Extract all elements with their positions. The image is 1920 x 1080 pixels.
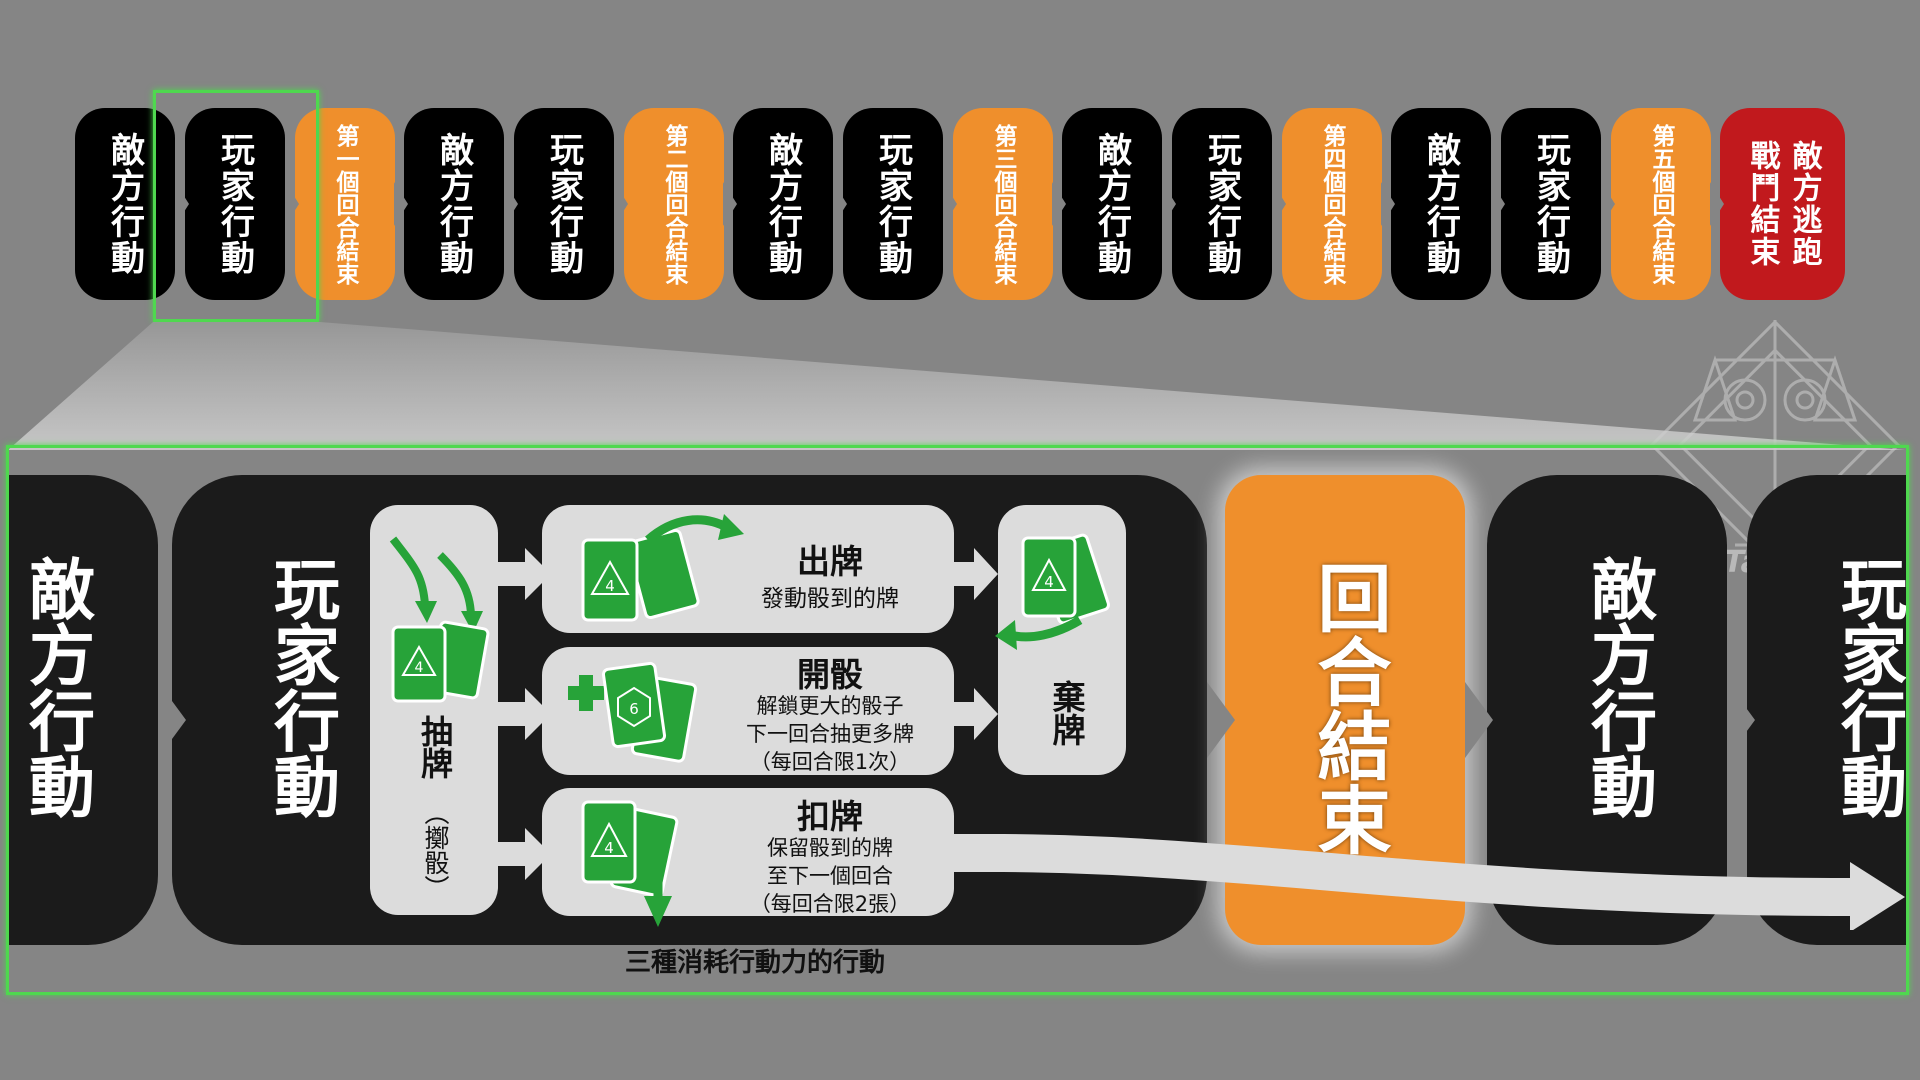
timeline-connector-icon (285, 182, 299, 226)
draw-sub-label: （擲骰） (421, 800, 450, 900)
detail-enemy-action-label: 敵方行動 (18, 555, 95, 819)
step-label: 敵方行動 (1091, 132, 1132, 276)
detail-highlight-frame (6, 445, 1909, 995)
timeline-step-enemy: 敵方行動 (733, 108, 833, 300)
enemy-flee-label: 敵方逃跑 (1786, 140, 1822, 268)
step-label: 第一個回合結束 (332, 123, 358, 285)
timeline-step-player: 玩家行動 (843, 108, 943, 300)
timeline-connector-icon (1710, 182, 1724, 226)
timeline-connector-icon (1381, 182, 1395, 226)
detail-next-player-block (1747, 475, 1907, 945)
detail-connector-icon (1727, 682, 1755, 758)
step-label: 敵方行動 (762, 132, 803, 276)
discard-die-value: 4 (1044, 573, 1054, 591)
open-dice-line-2: 下一回合抽更多牌 (746, 722, 914, 746)
step-label: 敵方行動 (433, 132, 474, 276)
timeline-step-battle-end: 戰鬥結束 敵方逃跑 (1720, 108, 1845, 300)
timeline-step-enemy: 敵方行動 (404, 108, 504, 300)
draw-die-value: 4 (415, 660, 424, 676)
step-label: 第三個回合結束 (990, 123, 1016, 285)
arrow-play-to-discard-icon (952, 548, 998, 600)
detail-enemy-action-block (8, 475, 158, 945)
timeline-step-enemy: 敵方行動 (1062, 108, 1162, 300)
arrow-to-hold-icon (495, 828, 551, 880)
arrow-open-to-discard-icon (952, 688, 998, 740)
timeline-connector-icon (504, 182, 518, 226)
timeline-connector-icon (1601, 182, 1615, 226)
step-label: 敵方行動 (1420, 132, 1461, 276)
hold-carryover-arrow-shape (950, 834, 1905, 930)
draw-arrows (495, 548, 551, 880)
timeline-step-round-end: 第三個回合結束 (953, 108, 1053, 300)
timeline-connector-icon (943, 182, 957, 226)
arrow-to-open-dice-icon (495, 688, 551, 740)
timeline-connector-icon (1162, 182, 1176, 226)
step-label: 玩家行動 (214, 132, 255, 276)
timeline-connector-icon (1491, 182, 1505, 226)
timeline-connector-icon (614, 182, 628, 226)
detail-connector-icon (158, 682, 186, 758)
timeline-step-player: 玩家行動 (1172, 108, 1272, 300)
discard-label: 棄牌 (1047, 680, 1086, 746)
detail-next-player-label: 玩家行動 (1830, 555, 1907, 819)
arrow-to-play-icon (495, 548, 551, 600)
step-label: 玩家行動 (872, 132, 913, 276)
step-label: 第五個回合結束 (1648, 123, 1674, 285)
hold-line-2: 至下一個回合 (767, 864, 893, 888)
detail-round-end-label: 回合結束 (1305, 560, 1391, 856)
timeline-step-round-end: 第五個回合結束 (1611, 108, 1711, 300)
battle-end-label: 戰鬥結束 (1744, 140, 1780, 268)
timeline-connector-icon (1272, 182, 1286, 226)
timeline-connector-icon (394, 182, 408, 226)
open-dice-title: 開骰 (797, 655, 863, 694)
hold-title: 扣牌 (797, 797, 863, 836)
hold-carryover-arrow (950, 834, 1905, 930)
timeline-connector-icon (833, 182, 847, 226)
play-cards-icon: 4 (581, 514, 744, 622)
step-label: 玩家行動 (543, 132, 584, 276)
timeline-highlight-box (153, 90, 319, 322)
open-dice-cards-icon: 6 (568, 661, 698, 763)
timeline-step-player: 玩家行動 (514, 108, 614, 300)
detail-caption: 三種消耗行動力的行動 (624, 948, 885, 978)
timeline-connector-icon (175, 182, 189, 226)
hold-line-1: 保留骰到的牌 (767, 836, 893, 860)
timeline-step-round-end: 第四個回合結束 (1282, 108, 1382, 300)
timeline-step-enemy: 敵方行動 (75, 108, 175, 300)
open-dice-line-1: 解鎖更大的骰子 (756, 694, 904, 718)
step-label: 玩家行動 (1201, 132, 1242, 276)
discard-cards-icon: 4 (995, 533, 1110, 650)
play-die-value: 4 (605, 577, 615, 595)
open-dice-line-3: （每回合限1次） (749, 750, 911, 774)
step-label: 敵方行動 (104, 132, 145, 276)
open-dice-die-value: 6 (629, 700, 639, 718)
draw-panel (370, 505, 498, 915)
timeline-step-player: 玩家行動 (185, 108, 285, 300)
timeline-step-round-end: 第一個回合結束 (295, 108, 395, 300)
detail-next-enemy-block (1487, 475, 1727, 945)
play-title: 出牌 (797, 542, 863, 581)
timeline-step-enemy: 敵方行動 (1391, 108, 1491, 300)
draw-cards-icon: 4 (389, 536, 490, 703)
detail-player-action-label: 玩家行動 (263, 555, 340, 819)
hold-cards-icon: 4 (581, 800, 679, 927)
discard-arrows (952, 548, 998, 740)
detail-next-enemy-label: 敵方行動 (1580, 555, 1657, 819)
detail-connector-icon (1465, 682, 1493, 758)
hold-die-value: 4 (604, 839, 614, 857)
timeline-step-round-end: 第二個回合結束 (624, 108, 724, 300)
play-desc: 發動骰到的牌 (761, 586, 899, 612)
step-label: 玩家行動 (1530, 132, 1571, 276)
timeline-connector-icon (1052, 182, 1066, 226)
zoom-wedge-shape (8, 322, 1905, 450)
step-label: 第二個回合結束 (661, 123, 687, 285)
hold-line-3: （每回合限2張） (749, 892, 911, 916)
detail-connector-icon (1207, 682, 1235, 758)
draw-label: 抽牌 (416, 715, 454, 779)
timeline-connector-icon (723, 182, 737, 226)
step-label: 第四個回合結束 (1319, 123, 1345, 285)
timeline-step-player: 玩家行動 (1501, 108, 1601, 300)
